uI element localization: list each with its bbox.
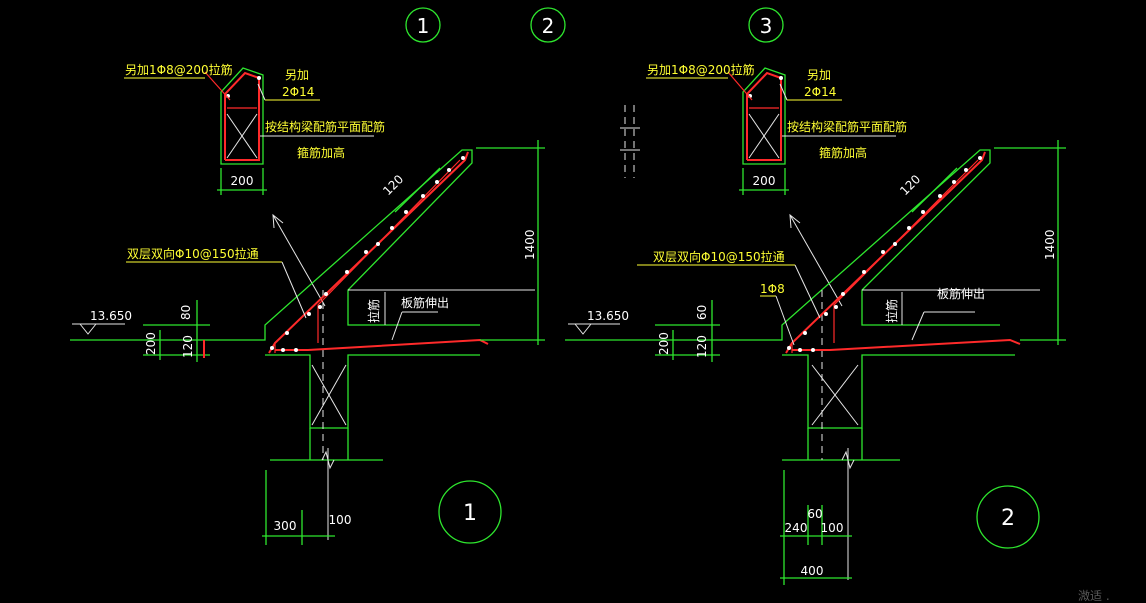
svg-text:另加: 另加	[807, 68, 831, 82]
svg-text:2Φ14: 2Φ14	[282, 85, 314, 99]
svg-text:1Φ8: 1Φ8	[760, 282, 785, 296]
concrete-outline	[70, 149, 535, 540]
elevation-mark-2: 13.650	[568, 309, 629, 335]
svg-text:拉筋: 拉筋	[884, 299, 899, 323]
svg-text:箍筋加高: 箍筋加高	[819, 145, 867, 160]
svg-text:300: 300	[274, 519, 297, 533]
svg-text:双层双向Φ10@150拉通: 双层双向Φ10@150拉通	[127, 246, 259, 261]
svg-text:60: 60	[807, 507, 822, 521]
svg-text:按结构梁配筋平面配筋: 按结构梁配筋平面配筋	[265, 119, 385, 134]
svg-text:100: 100	[821, 521, 844, 535]
svg-text:200: 200	[657, 332, 671, 355]
svg-text:双层双向Φ10@150拉通: 双层双向Φ10@150拉通	[653, 249, 785, 264]
svg-text:100: 100	[329, 513, 352, 527]
svg-text:120: 120	[897, 172, 923, 198]
svg-text:1400: 1400	[1043, 229, 1057, 260]
svg-text:13.650: 13.650	[90, 309, 132, 323]
rebar	[268, 151, 489, 354]
svg-text:200: 200	[231, 174, 254, 188]
svg-text:2: 2	[1001, 506, 1015, 531]
svg-text:1400: 1400	[523, 229, 537, 260]
svg-text:120: 120	[380, 172, 406, 198]
svg-text:240: 240	[785, 521, 808, 535]
svg-text:板筋伸出: 板筋伸出	[937, 286, 985, 301]
svg-text:120: 120	[181, 335, 195, 358]
svg-text:箍筋加高: 箍筋加高	[297, 145, 345, 160]
svg-text:13.650: 13.650	[587, 309, 629, 323]
svg-text:2Φ14: 2Φ14	[804, 85, 836, 99]
detail-1: 另加1Φ8@200拉筋 另加 2Φ14 按结构梁配筋平面配筋 箍筋加高 200	[70, 62, 545, 545]
svg-text:200: 200	[753, 174, 776, 188]
elevation-mark: 13.650	[72, 309, 132, 335]
axis-bubble-3: 3	[748, 7, 784, 43]
beam-section-2: 另加1Φ8@200拉筋 另加 2Φ14 按结构梁配筋平面配筋 箍筋加高 200	[646, 62, 907, 195]
svg-text:80: 80	[179, 305, 193, 320]
svg-text:另加1Φ8@200拉筋: 另加1Φ8@200拉筋	[647, 62, 755, 77]
svg-text:板筋伸出: 板筋伸出	[401, 295, 449, 310]
svg-text:3: 3	[760, 14, 773, 38]
svg-text:按结构梁配筋平面配筋: 按结构梁配筋平面配筋	[787, 119, 907, 134]
svg-text:另加1Φ8@200拉筋: 另加1Φ8@200拉筋	[125, 62, 233, 77]
svg-text:200: 200	[144, 332, 158, 355]
svg-text:拉筋: 拉筋	[366, 299, 381, 323]
svg-text:120: 120	[695, 335, 709, 358]
axis-bubble-1: 1	[405, 7, 441, 43]
concrete-outline-2	[565, 149, 1040, 580]
break-mark	[620, 105, 640, 178]
svg-text:1: 1	[417, 14, 430, 38]
axis-bubble-2: 2	[530, 7, 566, 43]
detail-2: 另加1Φ8@200拉筋 另加 2Φ14 按结构梁配筋平面配筋 箍筋加高 200	[565, 62, 1066, 585]
direction-arrow	[272, 214, 326, 307]
svg-text:1: 1	[463, 501, 477, 526]
svg-text:2: 2	[542, 14, 555, 38]
rebar-2	[785, 151, 1021, 354]
svg-text:400: 400	[801, 564, 824, 578]
beam-section: 另加1Φ8@200拉筋 另加 2Φ14 按结构梁配筋平面配筋 箍筋加高 200	[124, 62, 385, 195]
watermark: 溦适 .	[1078, 588, 1110, 603]
svg-text:另加: 另加	[285, 68, 309, 82]
svg-text:60: 60	[695, 305, 709, 320]
